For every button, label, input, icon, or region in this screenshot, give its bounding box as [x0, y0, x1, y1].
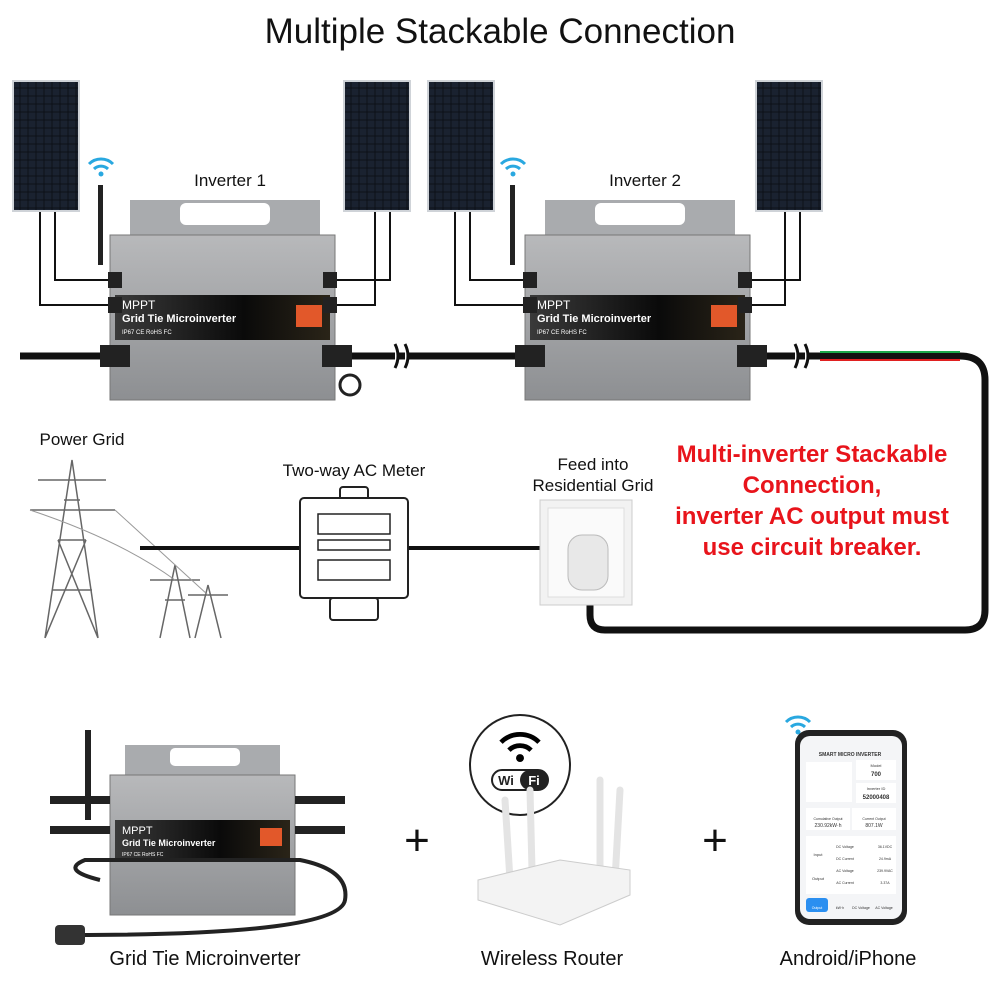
- inverter-certs-text: IP67 CE RoHS FC: [122, 330, 172, 336]
- inverter-1: MPPT Grid Tie Microinverter IP67 CE RoHS…: [87, 157, 362, 401]
- svg-text:Grid Tie Microinverter: Grid Tie Microinverter: [122, 838, 216, 848]
- wireless-router: Wi Fi: [469, 714, 631, 926]
- svg-text:IP67 CE RoHS FC: IP67 CE RoHS FC: [122, 852, 164, 858]
- svg-text:Cumulative Output: Cumulative Output: [814, 817, 843, 821]
- svg-text:Model: Model: [871, 763, 882, 768]
- solar-panel: [427, 80, 495, 212]
- inverter-model-text: Grid Tie Microinverter: [122, 313, 237, 325]
- app-title: SMART MICRO INVERTER: [819, 752, 882, 758]
- solar-panel: [343, 80, 411, 212]
- svg-text:700: 700: [871, 772, 882, 778]
- svg-text:230.92kW·h: 230.92kW·h: [815, 823, 842, 829]
- wifi-text-fi: Fi: [528, 773, 540, 788]
- svg-text:Inverter ID: Inverter ID: [867, 786, 886, 791]
- plus-sign: +: [702, 816, 728, 865]
- app-tab-dc-voltage[interactable]: DC Voltage: [852, 906, 870, 910]
- wifi-icon: [87, 157, 115, 178]
- svg-text:DC Current: DC Current: [836, 857, 854, 861]
- svg-text:Output: Output: [812, 876, 825, 881]
- svg-text:52000408: 52000408: [863, 795, 890, 801]
- power-grid-label: Power Grid: [39, 430, 124, 449]
- inverter-mppt-text: MPPT: [122, 298, 156, 312]
- cable-break-marks: [393, 343, 810, 369]
- warning-text: Multi-inverter Stackable Connection, inv…: [675, 441, 949, 561]
- inverter-1-label: Inverter 1: [194, 171, 266, 190]
- app-tab-kwh[interactable]: kW·h: [836, 906, 844, 910]
- svg-text:24.9mA: 24.9mA: [879, 857, 892, 861]
- svg-text:AC Current: AC Current: [836, 881, 854, 885]
- app-tab-output[interactable]: Output: [812, 906, 823, 910]
- svg-text:Input: Input: [814, 852, 824, 857]
- plus-sign: +: [404, 816, 430, 865]
- svg-text:Connection,: Connection,: [743, 472, 882, 499]
- svg-text:807.1W: 807.1W: [865, 823, 883, 829]
- solar-panel: [755, 80, 823, 212]
- page-title: Multiple Stackable Connection: [265, 12, 736, 51]
- svg-text:Current Output: Current Output: [862, 817, 885, 821]
- meter-label: Two-way AC Meter: [283, 461, 426, 480]
- svg-text:239.9VAC: 239.9VAC: [877, 869, 893, 873]
- smartphone: SMART MICRO INVERTER Model 700 Inverter …: [784, 715, 907, 925]
- antenna-icon: [85, 730, 91, 820]
- inverter-2-label: Inverter 2: [609, 171, 681, 190]
- inverter-mppt-text: MPPT: [537, 298, 571, 312]
- microinverter-product: MPPT Grid Tie Microinverter IP67 CE RoHS…: [50, 730, 348, 945]
- svg-text:AC Voltage: AC Voltage: [836, 869, 854, 873]
- svg-text:inverter AC output must: inverter AC output must: [675, 503, 949, 530]
- svg-text:use circuit breaker.: use circuit breaker.: [703, 534, 922, 561]
- wifi-text-wi: Wi: [498, 773, 514, 788]
- phone-label: Android/iPhone: [780, 948, 917, 970]
- inverter-model-text: Grid Tie Microinverter: [537, 313, 652, 325]
- svg-text:Multi-inverter Stackable: Multi-inverter Stackable: [677, 441, 948, 468]
- svg-text:MPPT: MPPT: [122, 825, 153, 837]
- inverter-certs-text: IP67 CE RoHS FC: [537, 330, 587, 336]
- wall-socket: [539, 499, 633, 606]
- antenna-icon: [98, 185, 103, 265]
- svg-text:3.37A: 3.37A: [880, 881, 890, 885]
- antenna-icon: [510, 185, 515, 265]
- svg-text:36.1VDC: 36.1VDC: [878, 845, 893, 849]
- ac-trunk-cable: [20, 352, 989, 634]
- wifi-icon: [499, 157, 527, 178]
- feed-label-line1: Feed into: [558, 455, 629, 474]
- power-tower-icon: [29, 459, 228, 639]
- microinverter-label: Grid Tie Microinverter: [109, 948, 300, 970]
- feed-label-line2: Residential Grid: [533, 476, 654, 495]
- svg-text:DC Voltage: DC Voltage: [836, 845, 854, 849]
- ac-meter: [299, 486, 409, 621]
- inverter-2: MPPT Grid Tie Microinverter IP67 CE RoHS…: [499, 157, 767, 401]
- app-tab-ac-voltage[interactable]: AC Voltage: [875, 906, 893, 910]
- router-label: Wireless Router: [481, 948, 624, 970]
- solar-panel: [12, 80, 80, 212]
- dc-wiring: [39, 212, 801, 306]
